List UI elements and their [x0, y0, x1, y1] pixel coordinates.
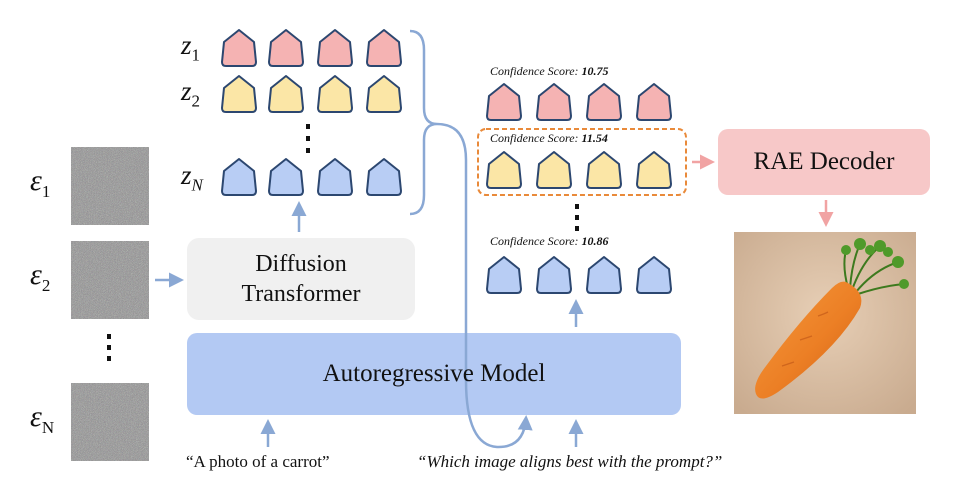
- noise-label-1: ε1: [30, 164, 51, 201]
- latent-token-z2-3-icon: [317, 75, 353, 113]
- scored-token-row3-1-icon: [486, 256, 522, 294]
- scored-token-row3-4-icon: [636, 256, 672, 294]
- scored-token-row1-3-icon: [586, 83, 622, 121]
- latent-token-zn-2-icon: [268, 158, 304, 196]
- carrot-leaf-tips: [841, 238, 909, 289]
- noise-label-n: εN: [30, 400, 55, 437]
- confidence-score-3: Confidence Score: 10.86: [490, 234, 609, 248]
- latent-brace: [409, 29, 438, 216]
- latent-label-2: z2: [181, 76, 201, 111]
- text-prompt: “A photo of a carrot”: [186, 452, 330, 471]
- latent-token-zn-4-icon: [366, 158, 402, 196]
- latent-token-zn-3-icon: [317, 158, 353, 196]
- latent-token-z1-2-icon: [268, 29, 304, 67]
- noise-image-n: [71, 383, 149, 461]
- latent-token-zn-1-icon: [221, 158, 257, 196]
- carrot-image: [734, 232, 916, 414]
- autoregressive-model-label: Autoregressive Model: [322, 360, 546, 387]
- noise-image-1: [71, 147, 149, 225]
- autoregressive-model-box: [187, 333, 681, 415]
- diffusion-transformer-label: Diffusion Transformer: [241, 251, 361, 307]
- scored-token-row1-4-icon: [636, 83, 672, 121]
- scored-token-row3-3-icon: [586, 256, 622, 294]
- noise-ellipsis: [107, 334, 111, 361]
- rae-decoder-box: [718, 129, 930, 195]
- noise-label-2: ε2: [30, 258, 51, 295]
- scored-token-row1-1-icon: [486, 83, 522, 121]
- latent-token-z2-1-icon: [221, 75, 257, 113]
- scored-token-row2-2-icon: [536, 151, 572, 189]
- latent-token-z1-4-icon: [366, 29, 402, 67]
- latent-label-n: zN: [181, 160, 203, 195]
- confidence-score-1: Confidence Score: 10.75: [490, 64, 609, 78]
- scored-token-row2-1-icon: [486, 151, 522, 189]
- rae-decoder-label: RAE Decoder: [753, 148, 895, 175]
- carrot-root: [755, 281, 862, 399]
- scored-token-row3-2-icon: [536, 256, 572, 294]
- latent-token-z1-3-icon: [317, 29, 353, 67]
- latent-token-z2-4-icon: [366, 75, 402, 113]
- diffusion-transformer-box: [187, 238, 415, 320]
- scored-token-grid: [486, 83, 672, 294]
- score-ellipsis: [575, 204, 579, 231]
- question-prompt: “Which image aligns best with the prompt…: [417, 452, 723, 471]
- feedback-curve: [436, 122, 533, 449]
- latent-token-grid: [221, 29, 402, 196]
- noise-image-2: [71, 241, 149, 319]
- scored-token-row2-4-icon: [636, 151, 672, 189]
- latent-token-z1-1-icon: [221, 29, 257, 67]
- best-candidate-highlight: [477, 128, 687, 196]
- latent-label-1: z1: [181, 30, 201, 65]
- scored-token-row2-3-icon: [586, 151, 622, 189]
- scored-token-row1-2-icon: [536, 83, 572, 121]
- confidence-score-2: Confidence Score: 11.54: [490, 131, 608, 145]
- latent-token-z2-2-icon: [268, 75, 304, 113]
- latent-ellipsis: [306, 124, 310, 153]
